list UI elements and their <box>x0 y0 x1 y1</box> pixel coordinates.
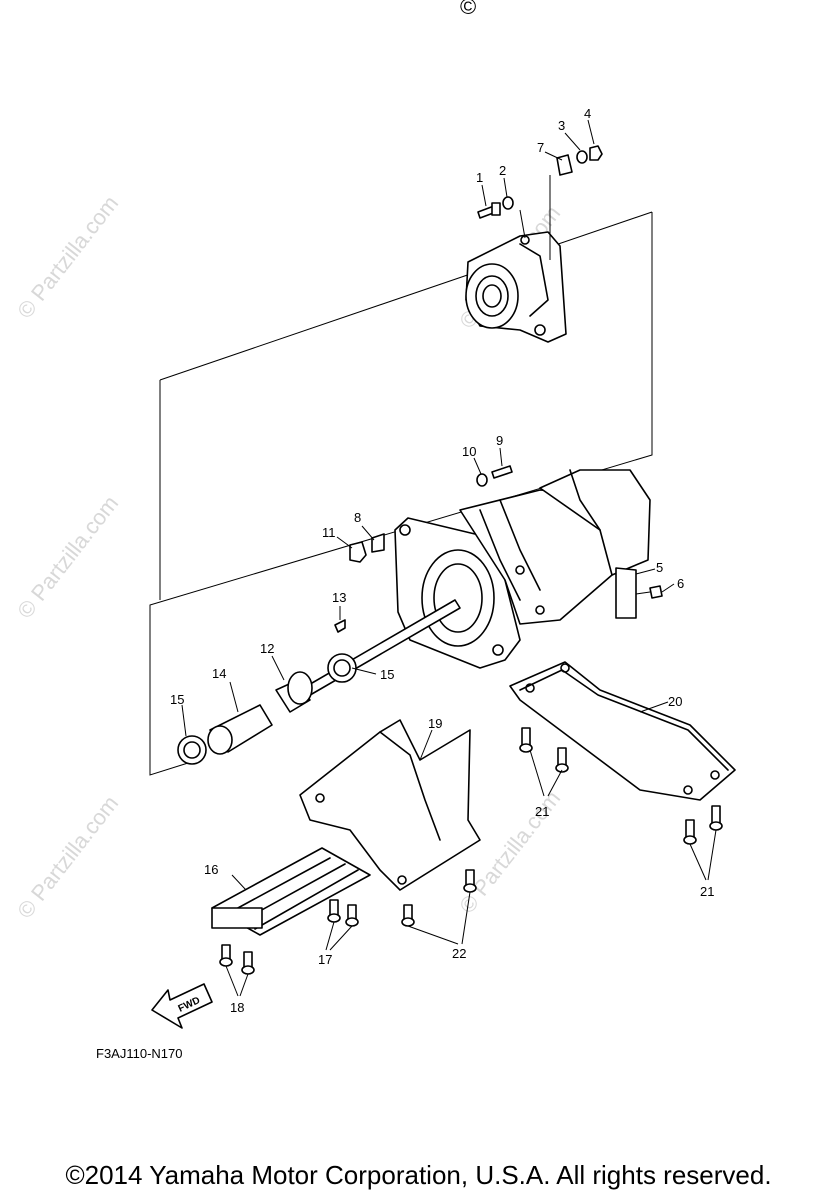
callout-14: 14 <box>212 666 226 681</box>
callout-7: 7 <box>537 140 544 155</box>
callout-13: 13 <box>332 590 346 605</box>
upper-fasteners <box>477 145 603 219</box>
leader-lines <box>181 119 717 997</box>
callout-4: 4 <box>584 106 591 121</box>
callout-12: 12 <box>260 641 274 656</box>
callout-6: 6 <box>677 576 684 591</box>
watermark-1: © Partzilla.com <box>12 191 123 323</box>
bearing-housing <box>465 175 567 343</box>
callout-10: 10 <box>462 444 476 459</box>
ride-plate-20 <box>509 661 736 801</box>
intake-grate-16 <box>211 847 371 936</box>
callout-8: 8 <box>354 510 361 525</box>
callout-15b: 15 <box>170 692 184 707</box>
mid-fasteners <box>349 465 663 619</box>
coupling-parts <box>177 653 357 765</box>
callout-16: 16 <box>204 862 218 877</box>
callout-3: 3 <box>558 118 565 133</box>
lower-screws <box>219 727 723 975</box>
fwd-arrow-icon: FWD <box>151 983 213 1029</box>
callout-19: 19 <box>428 716 442 731</box>
callout-9: 9 <box>496 433 503 448</box>
callout-21a: 21 <box>535 804 549 819</box>
watermark-5: © Partzilla.com <box>12 791 123 923</box>
callout-11: 11 <box>322 525 336 540</box>
callout-numbers: 1 2 3 4 7 9 10 8 11 5 6 13 12 14 15 15 1… <box>170 106 714 1015</box>
callout-18: 18 <box>230 1000 244 1015</box>
callout-5: 5 <box>656 560 663 575</box>
jet-pump-body <box>394 469 651 669</box>
callout-17: 17 <box>318 952 332 967</box>
callout-1: 1 <box>476 170 483 185</box>
diagram-code: F3AJ110-N170 <box>96 1046 183 1061</box>
callout-15a: 15 <box>380 667 394 682</box>
copyright-notice: ©2014 Yamaha Motor Corporation, U.S.A. A… <box>65 1160 772 1190</box>
callout-21b: 21 <box>700 884 714 899</box>
callout-2: 2 <box>499 163 506 178</box>
top-watermark: © <box>460 0 477 19</box>
callout-20: 20 <box>668 694 682 709</box>
watermark-3: © Partzilla.com <box>12 491 123 623</box>
assembly-outline <box>149 211 653 776</box>
callout-22: 22 <box>452 946 466 961</box>
bracket-19 <box>299 719 481 891</box>
